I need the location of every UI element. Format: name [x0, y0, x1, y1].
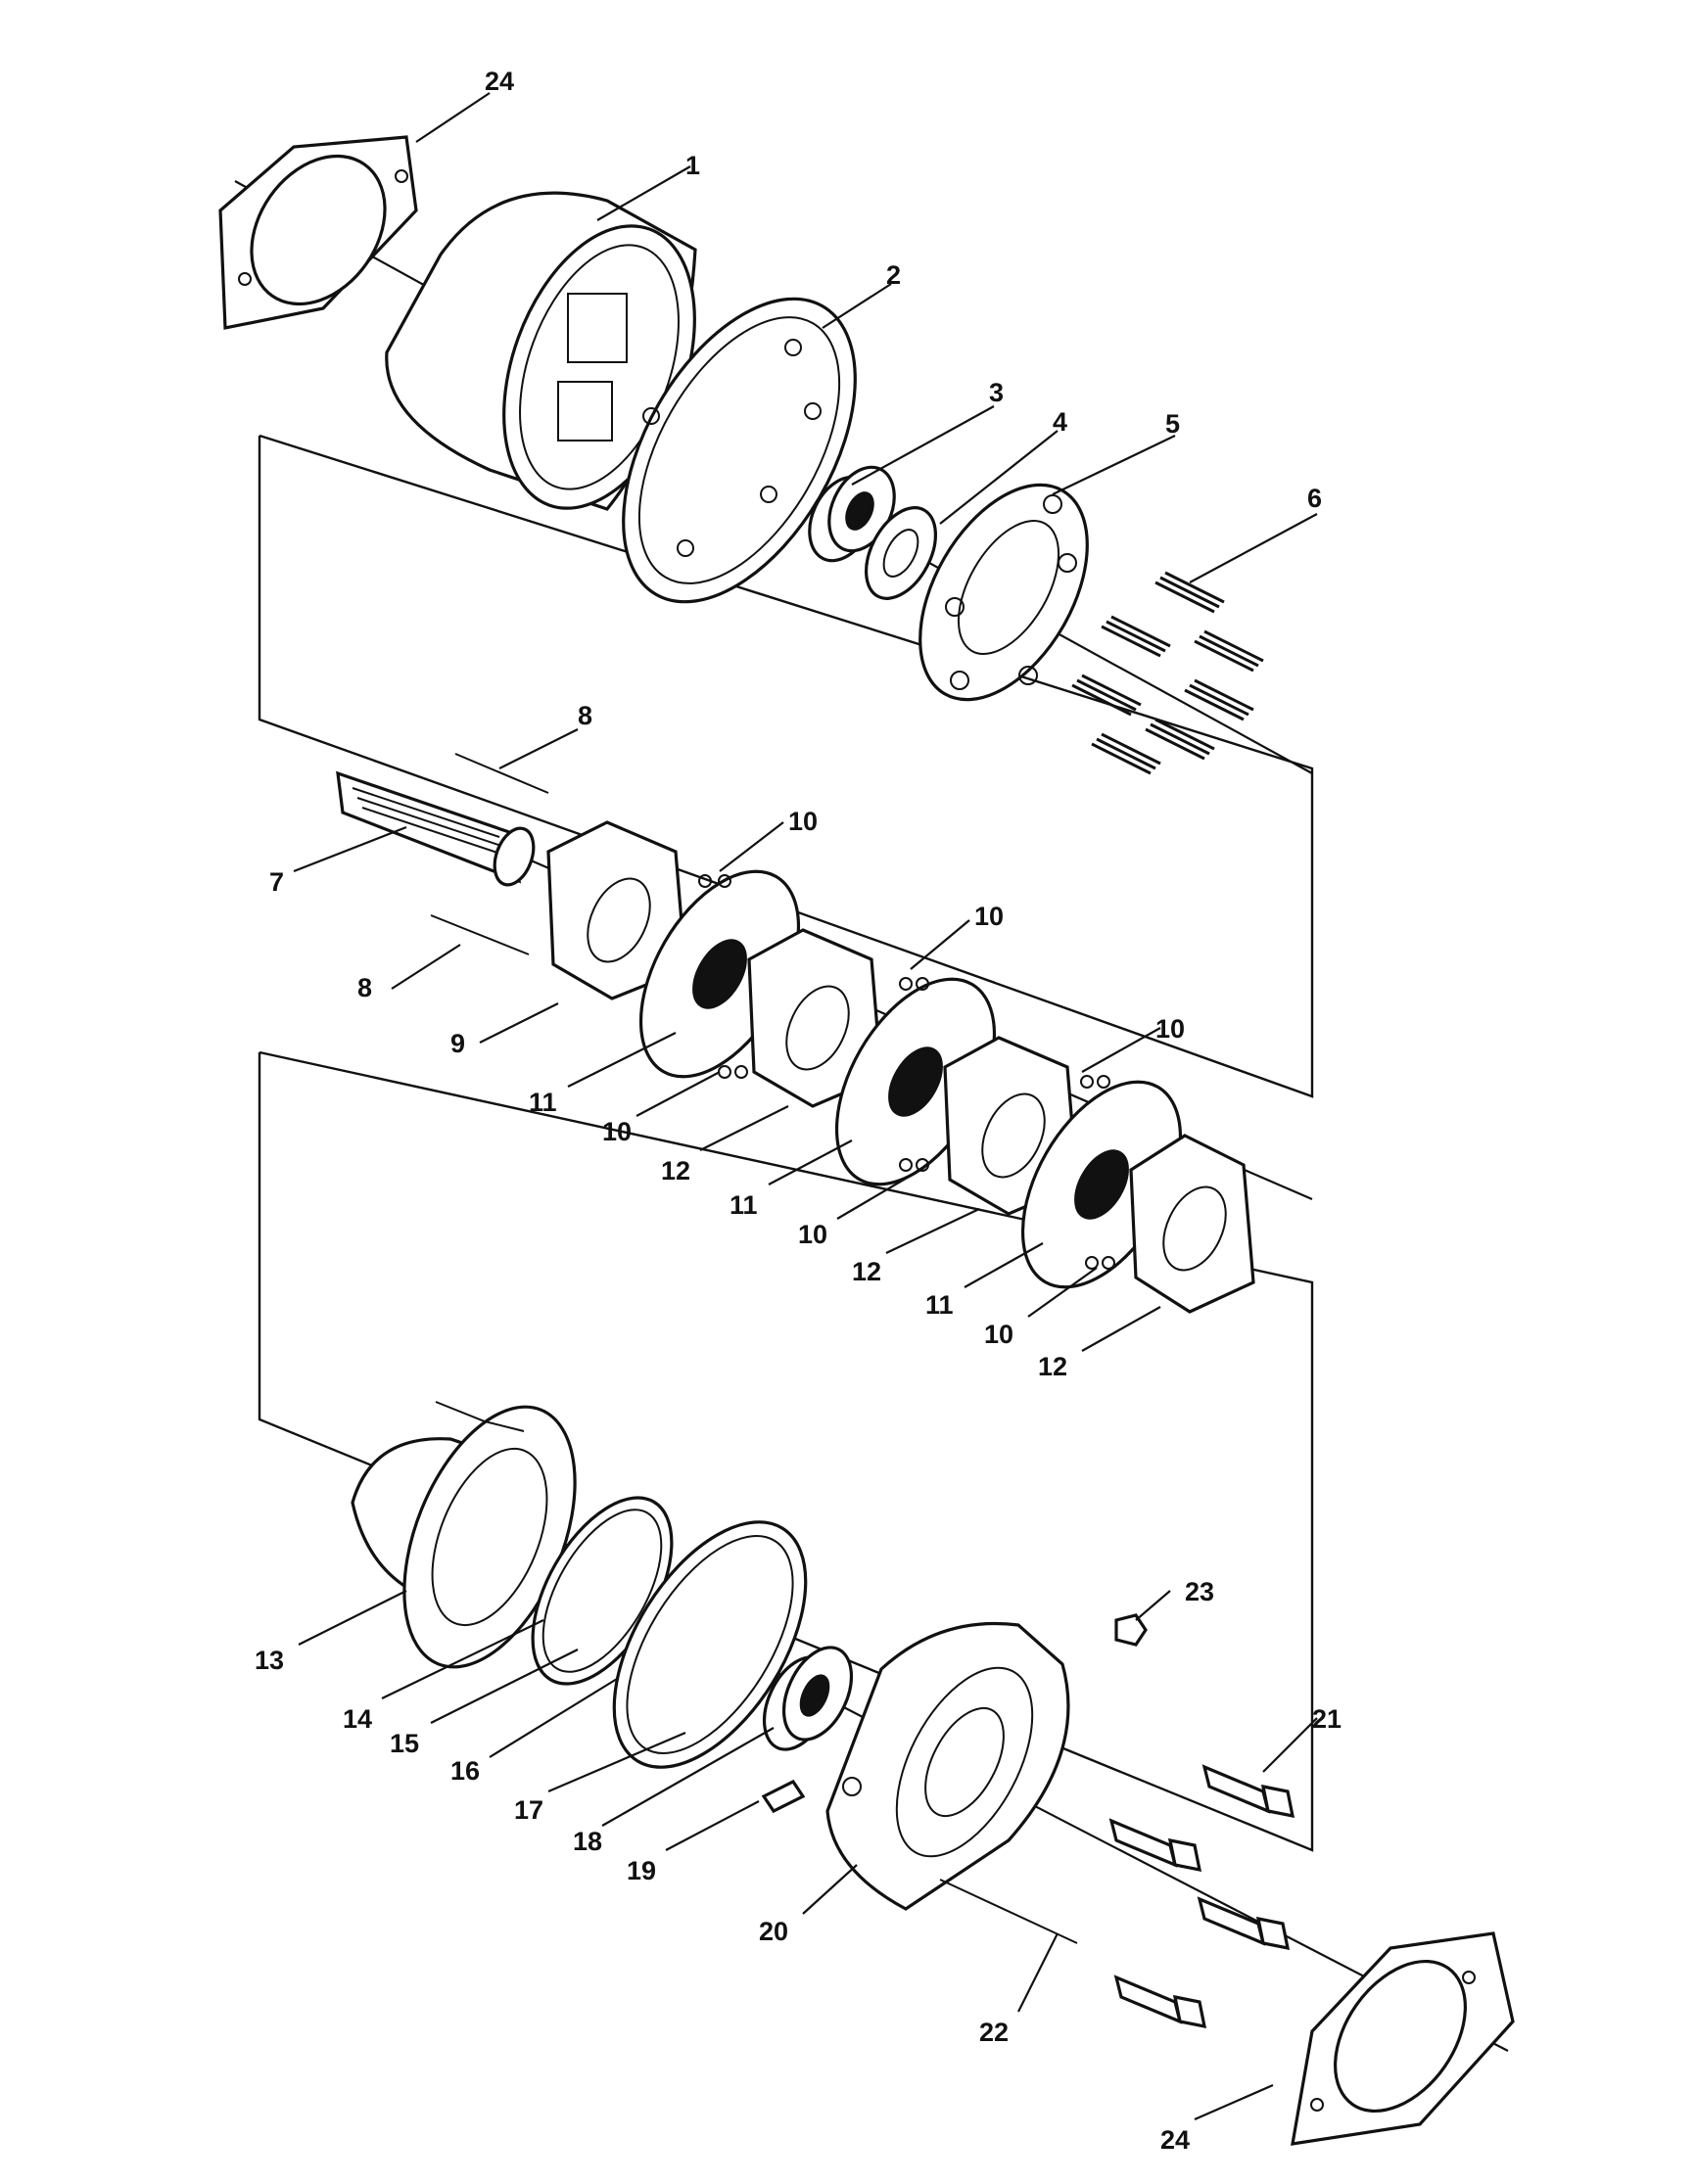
plate-5 — [918, 483, 1089, 702]
callout-10-d: 10 — [602, 1117, 632, 1146]
callout-2: 2 — [886, 260, 901, 290]
callout-12-a: 12 — [661, 1156, 690, 1185]
callout-1: 1 — [685, 151, 700, 180]
callout-22: 22 — [979, 2018, 1009, 2047]
callout-10-c: 10 — [1155, 1014, 1185, 1044]
callout-9: 9 — [450, 1029, 465, 1058]
bolts-21 — [1108, 1764, 1295, 2029]
callout-23: 23 — [1185, 1577, 1214, 1606]
hub-13 — [351, 1401, 577, 1669]
callout-21: 21 — [1312, 1704, 1342, 1734]
ring-16-17 — [612, 1520, 808, 1769]
callout-4: 4 — [1053, 407, 1067, 437]
washer-4 — [865, 506, 937, 600]
fitting-19 — [761, 1779, 806, 1814]
callout-7: 7 — [269, 867, 284, 897]
shaft-7 — [336, 770, 536, 887]
housing-gasket — [622, 297, 857, 604]
callout-24-bottom: 24 — [1160, 2125, 1190, 2155]
callout-5: 5 — [1165, 409, 1180, 439]
pins-8 — [430, 753, 549, 955]
callout-10-a: 10 — [788, 807, 818, 836]
callout-6: 6 — [1307, 484, 1322, 513]
callout-10-f: 10 — [984, 1320, 1013, 1349]
callout-13: 13 — [255, 1646, 284, 1675]
plate-12a — [747, 928, 883, 1108]
callout-8-top: 8 — [578, 701, 592, 730]
pin-22 — [939, 1879, 1078, 1944]
plate-12c — [1129, 1134, 1255, 1314]
callout-12-c: 12 — [1038, 1352, 1067, 1381]
callout-18: 18 — [573, 1827, 602, 1856]
leader-lines — [293, 92, 1318, 2121]
bearing-3 — [808, 465, 896, 563]
bearing-18 — [762, 1646, 854, 1751]
springs-6 — [1071, 571, 1264, 775]
callout-11-a: 11 — [529, 1088, 557, 1117]
callout-10-b: 10 — [974, 902, 1004, 931]
callouts: 24 1 2 3 4 5 6 8 7 10 8 10 9 10 11 10 12… — [255, 67, 1342, 2155]
gasket-bottom — [1291, 1931, 1515, 2146]
gasket-top — [218, 135, 418, 330]
callout-17: 17 — [514, 1795, 543, 1825]
lower-frame — [258, 1050, 1314, 1852]
callout-12-b: 12 — [852, 1257, 881, 1286]
callout-20: 20 — [759, 1917, 788, 1946]
balls-10 — [698, 874, 1115, 1270]
callout-19: 19 — [627, 1856, 656, 1885]
callout-15: 15 — [390, 1729, 419, 1758]
callout-14: 14 — [343, 1704, 372, 1734]
callout-11-b: 11 — [730, 1190, 758, 1220]
callout-11-c: 11 — [925, 1290, 954, 1320]
callout-10-e: 10 — [798, 1220, 827, 1249]
plug-23 — [1114, 1613, 1148, 1647]
callout-16: 16 — [450, 1756, 480, 1786]
plate-9 — [546, 820, 687, 1000]
cover-20 — [825, 1621, 1070, 1911]
callout-3: 3 — [989, 378, 1004, 407]
callout-24-top: 24 — [485, 67, 514, 96]
callout-8-bottom: 8 — [357, 973, 372, 1002]
